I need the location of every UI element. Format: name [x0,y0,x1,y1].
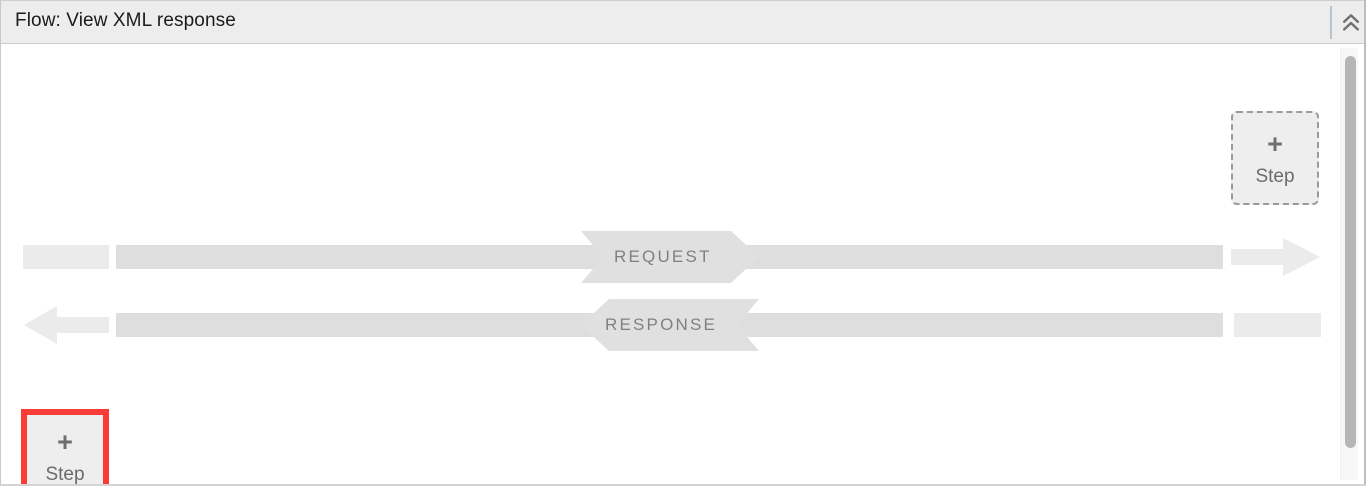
collapse-panel-button[interactable] [1338,7,1364,39]
add-step-label: Step [45,464,85,484]
response-direction-arrow-icon [24,306,109,344]
panel-border-right [1364,0,1366,486]
flow-header: Flow: View XML response [1,1,1364,44]
vertical-scrollbar-thumb[interactable] [1345,56,1356,448]
panel-border-left [0,0,1,486]
plus-icon: + [1267,128,1283,159]
request-flow-row: REQUEST [1,231,1332,283]
panel-border-bottom [0,484,1366,486]
double-chevron-up-icon [1341,12,1361,34]
plus-icon: + [57,427,73,457]
flow-canvas: + Step REQUEST [1,44,1332,484]
response-label: RESPONSE [605,315,718,334]
request-endpoint-stub-left [23,245,109,269]
request-label: REQUEST [614,247,712,266]
response-endpoint-stub-right [1234,313,1321,337]
add-step-button-top-right[interactable]: + Step [1231,111,1319,205]
response-flow-row: RESPONSE [1,299,1332,351]
request-direction-arrow-icon [1231,238,1320,276]
panel-border-top [0,0,1366,1]
vertical-scrollbar-track[interactable] [1340,48,1358,480]
panel-title: Flow: View XML response [15,10,236,31]
add-step-label: Step [1255,165,1295,187]
request-banner-shape [581,231,759,283]
response-banner-shape [581,299,759,351]
header-divider [1330,6,1332,39]
add-step-button-bottom-left[interactable]: + Step [21,409,109,484]
